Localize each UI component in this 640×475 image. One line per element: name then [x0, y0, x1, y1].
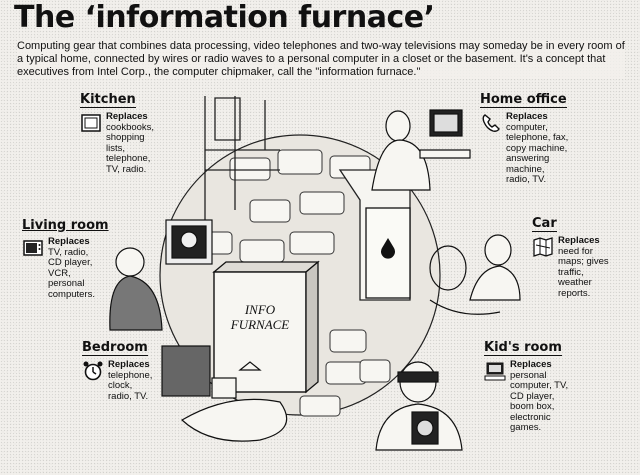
info-furnace-box — [212, 260, 320, 394]
television-icon — [23, 240, 43, 256]
replaces-label: Replaces — [506, 111, 548, 122]
replaces-label: Replaces — [510, 359, 552, 370]
bedroom-callout: Bedroom Replaces telephone, clock, radio… — [82, 340, 152, 402]
kids-room-replaces: Replaces personal computer, TV, CD playe… — [510, 359, 569, 434]
computer-icon — [484, 362, 506, 381]
kids-room-replaced-items: personal computer, TV, CD player, boom b… — [510, 369, 569, 433]
replaces-label: Replaces — [108, 359, 150, 370]
living-room-replaced-items: TV, radio, CD player, VCR, personal comp… — [48, 246, 95, 300]
home-office-replaces: Replaces computer, telephone, fax, copy … — [506, 111, 569, 186]
telephone-handset-icon — [482, 114, 500, 132]
replaces-label: Replaces — [48, 236, 90, 247]
alarm-clock-icon — [83, 361, 103, 381]
bedroom-replaces: Replaces telephone, clock, radio, TV. — [108, 359, 153, 402]
car-replaced-items: need for maps; gives traffic, weather re… — [558, 245, 609, 299]
room-title-home-office: Home office — [480, 92, 567, 108]
room-title-living-room: Living room — [22, 218, 109, 233]
car-replaces: Replaces need for maps; gives traffic, w… — [558, 235, 609, 299]
living-room-viewer — [109, 219, 213, 331]
page-title: The ‘information furnace’ — [14, 0, 435, 35]
bedroom-scene — [161, 345, 288, 442]
tablet-device-icon — [81, 114, 101, 132]
kitchen-replaced-items: cookbooks, shopping lists, telephone, TV… — [106, 121, 155, 175]
home-office-callout: Home office Replaces computer, telephone… — [480, 92, 568, 186]
room-title-bedroom: Bedroom — [82, 340, 148, 356]
kitchen-callout: Kitchen Replaces cookbooks, shopping lis… — [80, 92, 154, 175]
kitchen-replaces: Replaces cookbooks, shopping lists, tele… — [106, 111, 155, 175]
room-title-kids-room: Kid's room — [484, 340, 562, 356]
room-title-kitchen: Kitchen — [80, 92, 136, 108]
office-worker — [371, 109, 471, 191]
replaces-label: Replaces — [106, 111, 148, 122]
car-driver — [429, 234, 521, 315]
kid-with-headset — [375, 361, 463, 451]
replaces-label: Replaces — [558, 235, 600, 246]
water-heater — [365, 207, 411, 299]
intro-text: Computing gear that combines data proces… — [17, 40, 625, 79]
living-room-callout: Living room Replaces TV, radio, CD playe… — [22, 218, 109, 300]
map-icon — [533, 237, 553, 257]
bedroom-replaced-items: telephone, clock, radio, TV. — [108, 369, 153, 402]
car-callout: Car Replaces need for maps; gives traffi… — [532, 216, 609, 299]
living-room-replaces: Replaces TV, radio, CD player, VCR, pers… — [48, 236, 95, 300]
home-office-replaced-items: computer, telephone, fax, copy machine, … — [506, 121, 569, 185]
kids-room-callout: Kid's room Replaces personal computer, T… — [484, 340, 568, 434]
info-furnace-label: INFO FURNACE — [230, 302, 290, 332]
room-title-car: Car — [532, 216, 557, 232]
